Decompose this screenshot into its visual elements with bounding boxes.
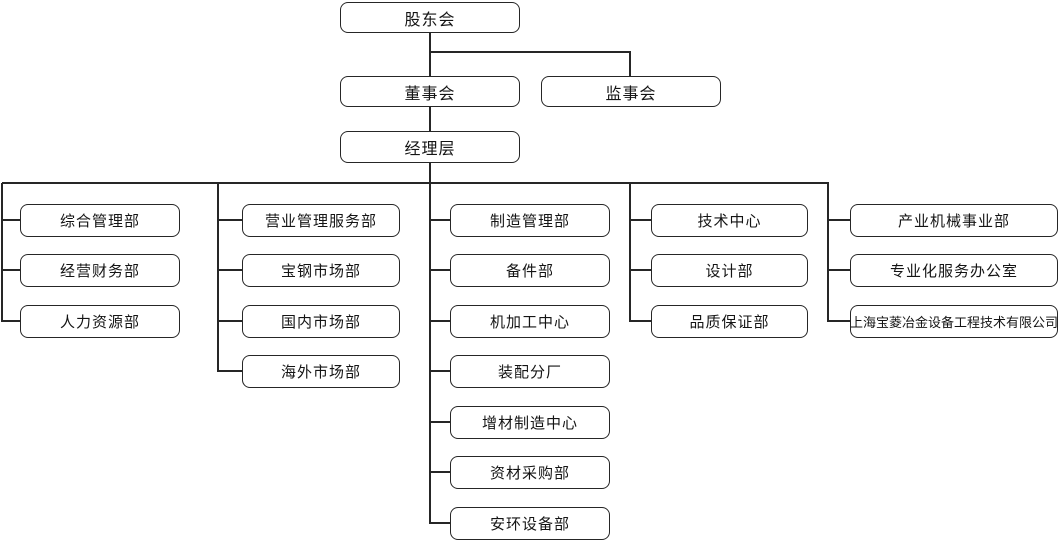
connector-line <box>430 471 450 473</box>
node-board-of-directors: 董事会 <box>340 76 520 107</box>
node-management-level: 经理层 <box>340 131 520 163</box>
dept-general-management: 综合管理部 <box>20 204 180 237</box>
connector-line <box>429 33 431 76</box>
dept-additive-manufacturing-center: 增材制造中心 <box>450 406 610 439</box>
dept-specialized-service-office: 专业化服务办公室 <box>850 254 1058 287</box>
dept-safety-environment-equipment: 安环设备部 <box>450 507 610 540</box>
connector-line <box>630 320 651 322</box>
dept-materials-procurement: 资材采购部 <box>450 456 610 489</box>
connector-line <box>430 51 631 53</box>
connector-line <box>429 107 431 131</box>
dept-industrial-machinery: 产业机械事业部 <box>850 204 1058 237</box>
connector-line <box>218 320 242 322</box>
dept-overseas-market: 海外市场部 <box>242 355 400 388</box>
dept-spare-parts: 备件部 <box>450 254 610 287</box>
connector-line <box>218 269 242 271</box>
dept-manufacturing-management: 制造管理部 <box>450 204 610 237</box>
dept-finance: 经营财务部 <box>20 254 180 287</box>
connector-line <box>828 219 850 221</box>
connector-line <box>828 269 850 271</box>
connector-line <box>430 522 450 524</box>
connector-line <box>827 183 829 322</box>
connector-line <box>430 370 450 372</box>
connector-line <box>430 219 450 221</box>
connector-line <box>218 370 242 372</box>
dept-human-resources: 人力资源部 <box>20 305 180 338</box>
connector-line <box>430 421 450 423</box>
connector-line <box>2 182 829 184</box>
connector-line <box>1 183 3 322</box>
dept-baosteel-market: 宝钢市场部 <box>242 254 400 287</box>
connector-line <box>430 269 450 271</box>
dept-machining-center: 机加工中心 <box>450 305 610 338</box>
connector-line <box>429 163 431 524</box>
connector-line <box>629 52 631 76</box>
connector-line <box>2 219 20 221</box>
connector-line <box>629 183 631 322</box>
connector-line <box>430 320 450 322</box>
connector-line <box>218 219 242 221</box>
connector-line <box>630 269 651 271</box>
subsidiary-shanghai-baoling: 上海宝菱冶金设备工程技术有限公司 <box>850 305 1058 338</box>
connector-line <box>2 269 20 271</box>
dept-design: 设计部 <box>651 254 808 287</box>
dept-sales-management-service: 营业管理服务部 <box>242 204 400 237</box>
connector-line <box>630 219 651 221</box>
node-supervisory-board: 监事会 <box>541 76 721 107</box>
dept-quality-assurance: 品质保证部 <box>651 305 808 338</box>
dept-technology-center: 技术中心 <box>651 204 808 237</box>
dept-assembly-plant: 装配分厂 <box>450 355 610 388</box>
node-shareholders-meeting: 股东会 <box>340 2 520 33</box>
connector-line <box>828 320 850 322</box>
connector-line <box>217 183 219 372</box>
connector-line <box>2 320 20 322</box>
dept-domestic-market: 国内市场部 <box>242 305 400 338</box>
